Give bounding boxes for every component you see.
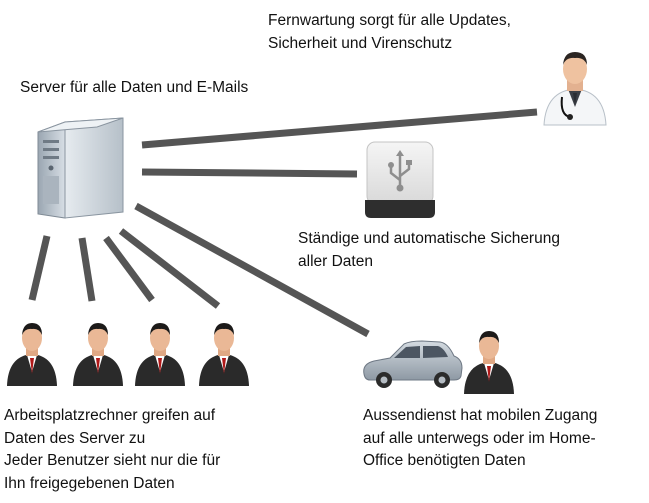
doctor-technician-icon [543,52,607,126]
workstations-line-3: Jeder Benutzer sieht nur die für [4,452,221,469]
workstations-line-1: Arbeitsplatzrechner greifen auf [4,407,216,424]
connector-backup [141,168,358,178]
businessman-icon [73,323,123,386]
connector-field [134,202,370,338]
usb-drive-icon [365,141,435,218]
server-label: Server für alle Daten und E-Mails [20,77,248,100]
connector-user-4 [118,228,221,309]
connector-user-3 [103,235,155,303]
businessman-icon [7,323,57,386]
remote-maintenance-line-2: Sicherheit und Virenschutz [268,34,453,52]
field-service-line-2: auf alle unterwegs oder im Home- [363,429,596,447]
field-service-line-3: Office benötigten Daten [363,452,526,469]
connector-user-1 [28,235,51,301]
remote-maintenance-line-1: Fernwartung sorgt für alle Updates, [268,12,511,29]
businessman-icon [199,323,249,386]
backup-line-2: aller Daten [298,252,373,270]
workstations-line-2: Daten des Server zu [4,429,146,447]
field-service-line-1: Aussendienst hat mobilen Zugang [363,407,598,424]
workstations-label: Arbeitsplatzrechner greifen auf Daten de… [4,405,220,495]
businessman-icon [135,323,185,386]
remote-maintenance-label: Fernwartung sorgt für alle Updates, Sich… [268,10,511,55]
backup-label: Ständige und automatische Sicherung alle… [298,228,560,273]
field-service-label: Aussendienst hat mobilen Zugang auf alle… [363,405,597,473]
workstations-line-4: Ihn freigegebenen Daten [4,474,175,492]
car-icon [363,340,463,388]
backup-line-1: Ständige und automatische Sicherung [298,230,560,247]
connector-user-2 [78,237,96,302]
server-tower-icon [37,117,124,219]
server-label-text: Server für alle Daten und E-Mails [20,79,249,96]
businessman-icon [464,331,514,394]
connector-remote [141,108,538,149]
